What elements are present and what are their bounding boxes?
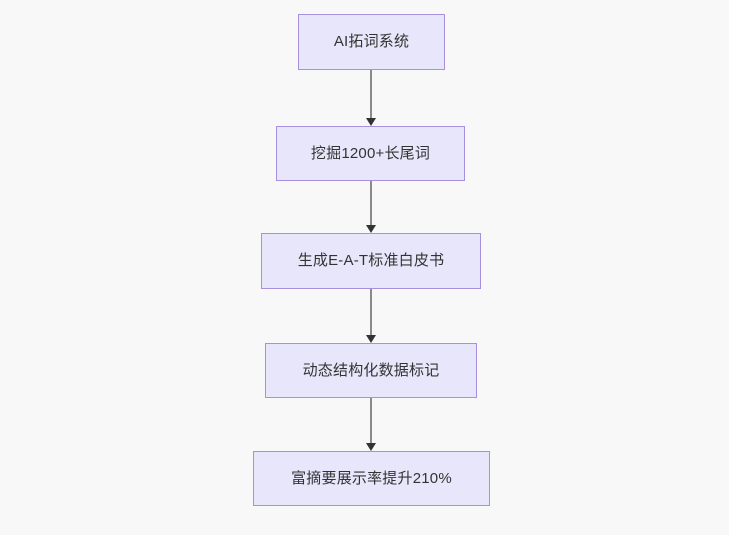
flow-node-label: 动态结构化数据标记 xyxy=(302,361,440,379)
edge-line xyxy=(370,289,372,335)
arrow-head-icon xyxy=(366,118,376,126)
flow-node-dynamic-structured-data-markup[interactable]: 动态结构化数据标记 xyxy=(265,343,477,398)
arrow-head-icon xyxy=(366,335,376,343)
flow-node-label: 挖掘1200+长尾词 xyxy=(310,144,431,162)
edge-line xyxy=(370,70,372,118)
flow-node-label: 富摘要展示率提升210% xyxy=(291,469,452,487)
edge-line xyxy=(370,398,372,443)
flow-node-ai-keyword-system[interactable]: AI拓词系统 xyxy=(298,14,445,70)
flow-node-label: 生成E-A-T标准白皮书 xyxy=(297,252,445,269)
flow-node-rich-snippet-impression-lift[interactable]: 富摘要展示率提升210% xyxy=(253,451,490,506)
flow-node-label: AI拓词系统 xyxy=(333,33,410,50)
flow-node-generate-eat-whitepaper[interactable]: 生成E-A-T标准白皮书 xyxy=(261,233,481,289)
edge-line xyxy=(370,181,372,225)
flow-node-mine-longtail-keywords[interactable]: 挖掘1200+长尾词 xyxy=(276,126,465,181)
arrow-head-icon xyxy=(366,443,376,451)
arrow-head-icon xyxy=(366,225,376,233)
